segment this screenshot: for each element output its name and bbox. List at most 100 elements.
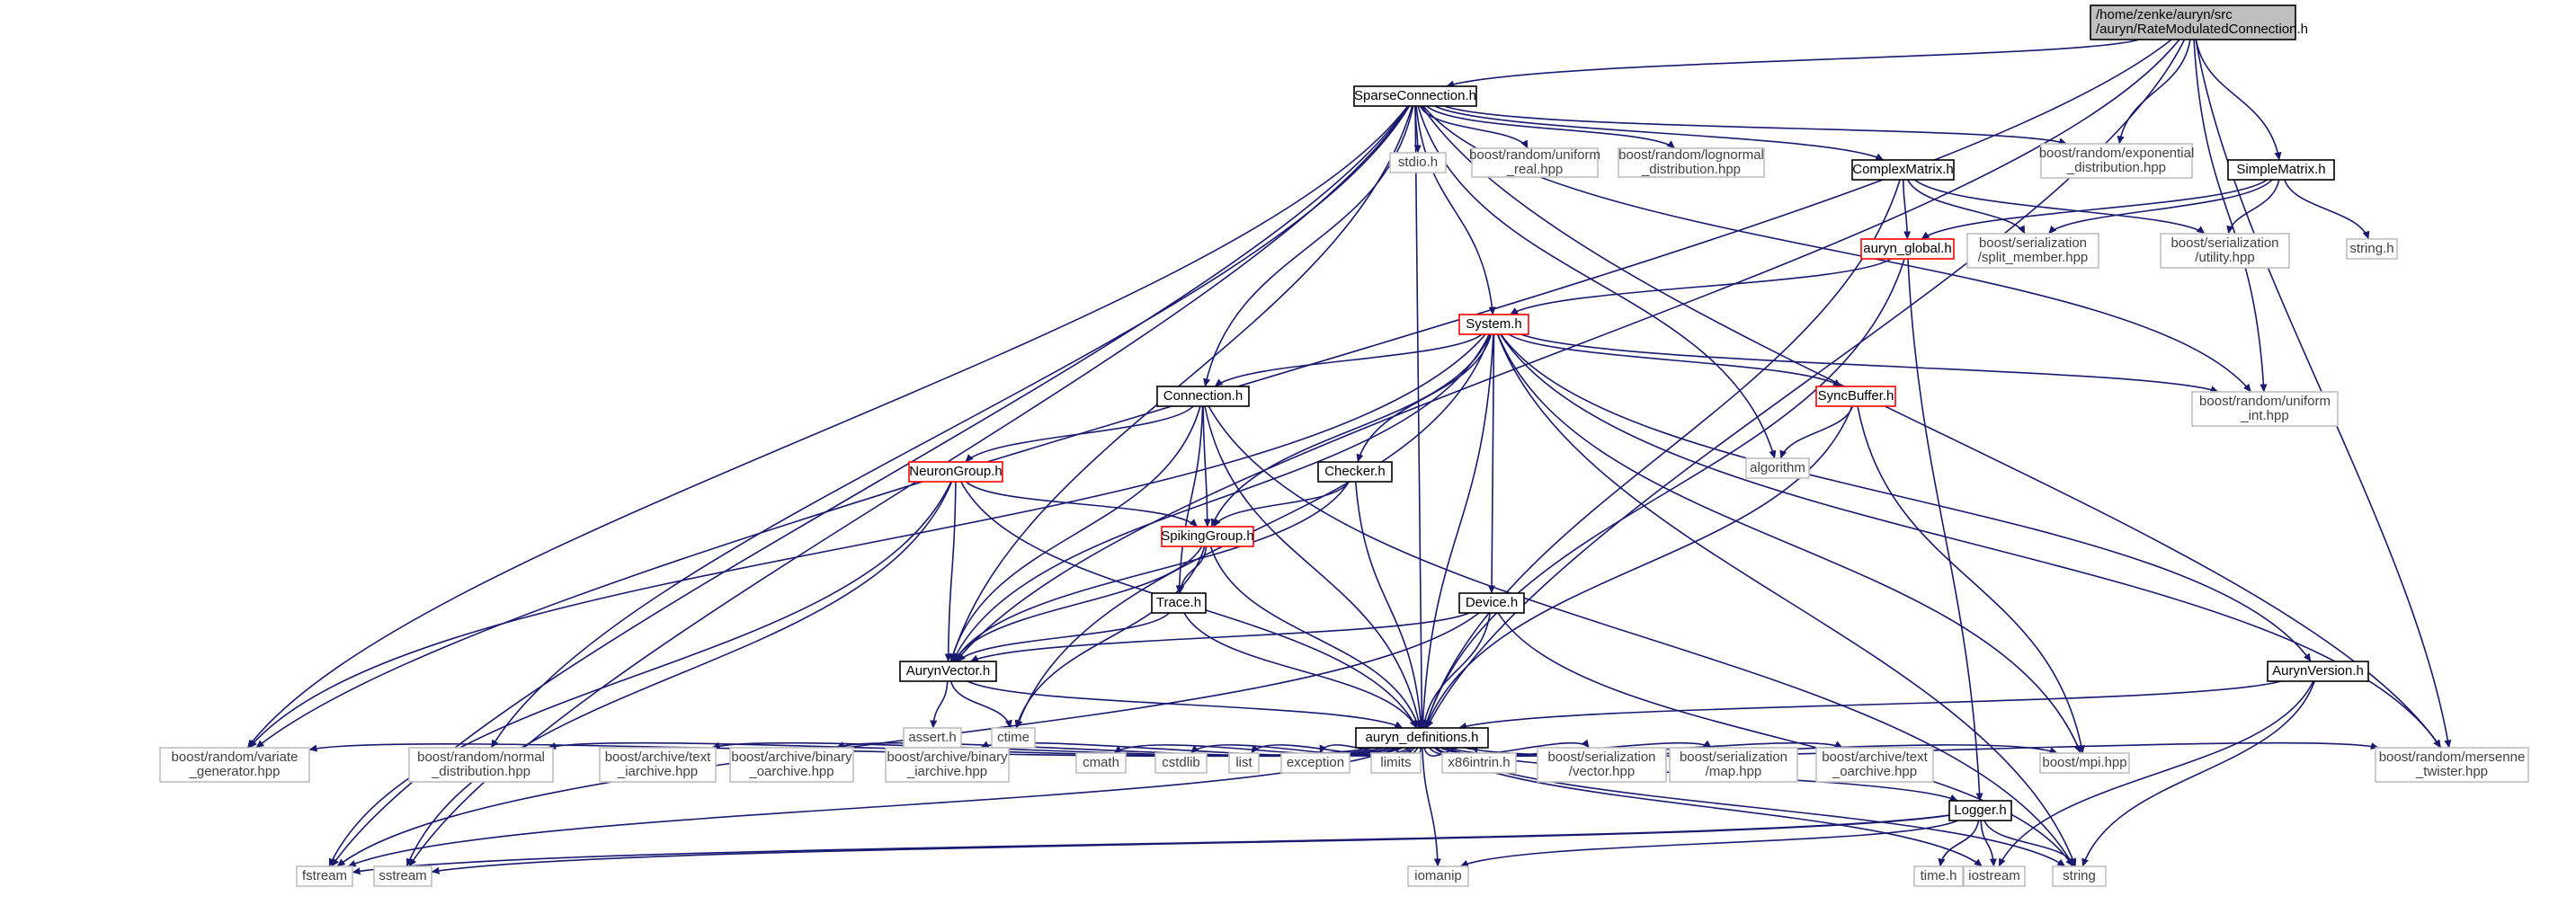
node-box: [1860, 238, 1955, 260]
node-box: [2191, 391, 2339, 427]
node-cstdlib: cstdlib: [1154, 752, 1208, 774]
node-exception: exception: [1280, 752, 1350, 774]
edge-trace-to-defs: [1183, 612, 1418, 729]
edge-syncbuffer-to-defs: [1424, 405, 1853, 729]
edge-neurongroup-to-fstream: [328, 481, 952, 867]
node-label-line: /vector.hpp: [1569, 764, 1635, 779]
node-label-line: boost/random/mersenne: [2379, 750, 2526, 765]
node-box: [885, 747, 1010, 783]
node-stdio: stdio.h: [1389, 152, 1447, 173]
node-complex[interactable]: ComplexMatrix.h: [1851, 159, 1955, 181]
node-label-line: _generator.hpp: [189, 764, 281, 779]
node-connection[interactable]: Connection.h: [1156, 386, 1250, 407]
edge-system-to-syncbuffer: [1508, 333, 1841, 387]
node-timeh: time.h: [1913, 865, 1964, 887]
node-mpi: boost/mpi.hpp: [2039, 752, 2130, 774]
node-label-line: boost/random/normal: [417, 750, 545, 765]
edge-root-to-simple: [2195, 39, 2282, 161]
node-box: [1963, 865, 2026, 887]
node-label-line: _distribution.hpp: [1641, 162, 1741, 177]
node-label-line: _oarchive.hpp: [748, 764, 833, 779]
edge-complex-to-global: [1902, 179, 1912, 240]
node-box: [2160, 233, 2290, 269]
node-box: [2346, 238, 2398, 260]
node-binoarch: boost/archive/binary_oarchive.hpp: [729, 747, 854, 783]
node-box: [991, 727, 1036, 749]
node-aurynversion[interactable]: AurynVersion.h: [2267, 661, 2369, 682]
node-limits: limits: [1370, 752, 1422, 774]
node-box: [1156, 386, 1250, 407]
edge-connection-to-trace: [1175, 405, 1204, 594]
node-neurongroup[interactable]: NeuronGroup.h: [908, 461, 1003, 483]
node-checker[interactable]: Checker.h: [1317, 461, 1393, 483]
node-box: [1151, 592, 1207, 614]
edge-spikinggroup-to-aurynvector: [953, 546, 1203, 662]
edge-syncbuffer-to-algorithm: [1779, 405, 1854, 459]
edge-simple-to-stringh: [2284, 179, 2370, 240]
edge-logger-to-iomanip: [1459, 820, 1958, 867]
node-defs[interactable]: auryn_definitions.h: [1355, 727, 1489, 749]
node-simple[interactable]: SimpleMatrix.h: [2227, 159, 2335, 181]
node-syncbuffer[interactable]: SyncBuffer.h: [1815, 386, 1896, 407]
edge-connection-to-string: [1208, 405, 2074, 867]
node-trace[interactable]: Trace.h: [1151, 592, 1207, 614]
node-iomanip: iomanip: [1407, 865, 1469, 887]
node-label-line: /auryn/RateModulatedConnection.h: [2096, 22, 2308, 37]
edge-system-to-aurynvector: [951, 333, 1491, 662]
node-ctime: ctime: [991, 727, 1036, 749]
node-label-line: assert.h: [908, 730, 956, 745]
edge-global-to-defs: [1423, 258, 1905, 729]
node-box: [1228, 752, 1260, 774]
edge-simple-to-utility: [2226, 179, 2280, 235]
node-label-line: Trace.h: [1156, 595, 1201, 610]
edge-checker-to-spikinggroup: [1213, 481, 1350, 528]
node-label-line: SparseConnection.h: [1354, 88, 1476, 103]
node-label-line: _int.hpp: [2240, 408, 2288, 423]
node-label-line: string: [2063, 868, 2096, 883]
node-label-line: limits: [1380, 755, 1411, 770]
edge-aurynvector-to-asserth: [930, 680, 949, 729]
edge-spikinggroup-to-trace: [1177, 546, 1208, 594]
node-box: [1618, 147, 1765, 178]
edge-device-to-string: [1497, 612, 2074, 867]
node-label-line: auryn_definitions.h: [1366, 730, 1479, 745]
node-label-line: boost/random/uniform: [2199, 394, 2331, 409]
edge-aurynvector-to-ctime: [949, 680, 1012, 729]
node-label-line: boost/random/exponential: [2039, 146, 2195, 161]
edge-system-to-variate: [248, 333, 1486, 749]
node-sparse[interactable]: SparseConnection.h: [1353, 85, 1477, 107]
node-box: [908, 461, 1003, 483]
edge-sparse-to-expo: [1443, 105, 2067, 146]
node-box: [1161, 526, 1254, 547]
node-spikinggroup[interactable]: SpikingGroup.h: [1161, 526, 1254, 547]
node-box: [1370, 752, 1422, 774]
node-device[interactable]: Device.h: [1458, 592, 1525, 614]
node-box: [1537, 747, 1667, 783]
node-box: [1407, 865, 1469, 887]
node-global[interactable]: auryn_global.h: [1860, 238, 1955, 260]
node-label-line: auryn_global.h: [1863, 241, 1951, 256]
node-label-line: System.h: [1466, 316, 1522, 332]
node-root[interactable]: /home/zenke/auryn/src/auryn/RateModulate…: [2090, 4, 2308, 40]
node-mersenne: boost/random/mersenne_twister.hpp: [2375, 747, 2529, 783]
node-box: [159, 747, 310, 783]
node-box: [1669, 747, 1798, 783]
node-box: [1075, 752, 1127, 774]
node-ureal: boost/random/uniform_real.hpp: [1469, 147, 1600, 178]
node-box: [1355, 727, 1489, 749]
node-aurynvector[interactable]: AurynVector.h: [899, 661, 997, 682]
node-box: [1280, 752, 1350, 774]
edge-connection-to-aurynvector: [949, 405, 1201, 662]
node-box: [1913, 865, 1964, 887]
node-box: [1966, 233, 2099, 269]
edge-system-to-string: [1496, 333, 2077, 867]
node-label-line: algorithm: [1750, 460, 1805, 475]
node-textiarch: boost/archive/text_iarchive.hpp: [599, 747, 717, 783]
node-label-line: NeuronGroup.h: [909, 464, 1002, 479]
edge-simple-to-splitmember: [2047, 179, 2273, 235]
node-logger[interactable]: Logger.h: [1948, 800, 2012, 821]
node-box: [729, 747, 854, 783]
node-system[interactable]: System.h: [1458, 314, 1529, 335]
node-box: [1441, 752, 1517, 774]
edge-checker-to-defs: [1355, 481, 1425, 729]
